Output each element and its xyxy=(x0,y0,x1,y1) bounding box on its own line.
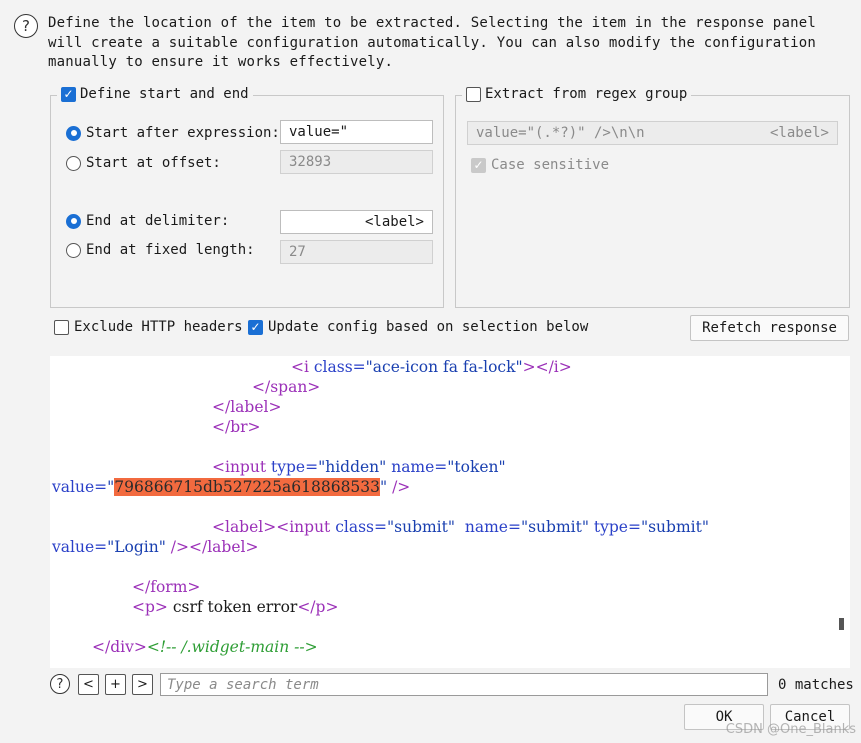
code-line: <label><input class="submit" name="submi… xyxy=(212,518,709,536)
code-line: </br> xyxy=(212,418,261,436)
define-start-end-checkbox[interactable]: ✓ xyxy=(61,86,76,102)
help-icon[interactable]: ? xyxy=(14,14,38,38)
end-fixed-option[interactable]: End at fixed length: xyxy=(66,242,255,258)
regex-checkbox[interactable] xyxy=(466,86,481,102)
code-line: </div><!-- /.widget-main --> xyxy=(92,638,318,656)
scrollbar-thumb[interactable] xyxy=(839,618,844,630)
next-match-button[interactable]: > xyxy=(132,674,153,695)
match-count: 0 matches xyxy=(778,677,854,693)
code-line: <p> csrf token error</p> xyxy=(132,598,339,616)
end-fixed-radio[interactable] xyxy=(66,242,81,258)
refetch-response-button[interactable]: Refetch response xyxy=(690,315,849,341)
start-after-value: value=" xyxy=(289,124,349,140)
end-fixed-label: End at fixed length: xyxy=(86,242,255,258)
exclude-headers-option[interactable]: Exclude HTTP headers xyxy=(54,319,243,335)
code-line: <input type="hidden" name="token" xyxy=(212,458,506,476)
code-line: value="796866715db527225a618868533" /> xyxy=(52,478,411,496)
end-delimiter-value: <label> xyxy=(364,214,424,230)
exclude-headers-label: Exclude HTTP headers xyxy=(74,319,243,335)
start-offset-label: Start at offset: xyxy=(86,155,221,171)
code-line: </form> xyxy=(132,578,201,596)
add-button[interactable]: + xyxy=(105,674,126,695)
start-after-option[interactable]: Start after expression: xyxy=(66,125,280,141)
description-text: Define the location of the item to be ex… xyxy=(48,15,816,70)
end-delimiter-option[interactable]: End at delimiter: xyxy=(66,213,229,229)
end-fixed-input[interactable]: 27 xyxy=(280,240,433,264)
code-line: </span> xyxy=(252,378,321,396)
code-line: value="Login" /></label> xyxy=(52,538,259,556)
update-config-option[interactable]: ✓ Update config based on selection below xyxy=(248,319,588,335)
case-sensitive-option[interactable]: ✓ Case sensitive xyxy=(471,157,609,173)
exclude-headers-checkbox[interactable] xyxy=(54,319,69,335)
start-offset-value: 32893 xyxy=(289,154,332,170)
cancel-button[interactable]: Cancel xyxy=(770,704,850,730)
end-delimiter-input[interactable]: <label> xyxy=(280,210,433,234)
start-after-input[interactable]: value=" xyxy=(280,120,433,144)
regex-value: value="(.*?)" />\n\n xyxy=(476,125,645,141)
ok-button[interactable]: OK xyxy=(684,704,764,730)
end-delimiter-radio[interactable] xyxy=(66,213,81,229)
search-help-icon[interactable]: ? xyxy=(50,674,70,694)
start-offset-radio[interactable] xyxy=(66,155,81,171)
regex-label-tag: <label> xyxy=(769,125,829,141)
end-delimiter-label: End at delimiter: xyxy=(86,213,230,229)
code-line: </label> xyxy=(212,398,282,416)
regex-legend[interactable]: Extract from regex group xyxy=(462,86,692,102)
response-panel[interactable]: <i class="ace-icon fa fa-lock"></i> </sp… xyxy=(50,356,850,668)
update-config-checkbox[interactable]: ✓ xyxy=(248,319,263,335)
start-offset-option[interactable]: Start at offset: xyxy=(66,155,221,171)
code-line: <i class="ace-icon fa fa-lock"></i> xyxy=(291,358,572,376)
update-config-label: Update config based on selection below xyxy=(268,319,589,335)
end-fixed-value: 27 xyxy=(289,244,306,260)
case-sensitive-checkbox[interactable]: ✓ xyxy=(471,157,486,173)
start-end-legend[interactable]: ✓ Define start and end xyxy=(57,86,253,102)
start-after-label: Start after expression: xyxy=(86,125,280,141)
start-offset-input[interactable]: 32893 xyxy=(280,150,433,174)
prev-match-button[interactable]: < xyxy=(78,674,99,695)
regex-input[interactable]: value="(.*?)" />\n\n <label> xyxy=(467,121,838,145)
regex-label: Extract from regex group xyxy=(485,86,688,102)
watermark: CSDN @One_Blanks xyxy=(725,722,856,737)
search-input[interactable] xyxy=(160,673,768,696)
define-start-end-label: Define start and end xyxy=(80,86,249,102)
case-sensitive-label: Case sensitive xyxy=(491,157,610,173)
selected-token[interactable]: 796866715db527225a618868533 xyxy=(114,478,381,496)
start-after-radio[interactable] xyxy=(66,125,81,141)
